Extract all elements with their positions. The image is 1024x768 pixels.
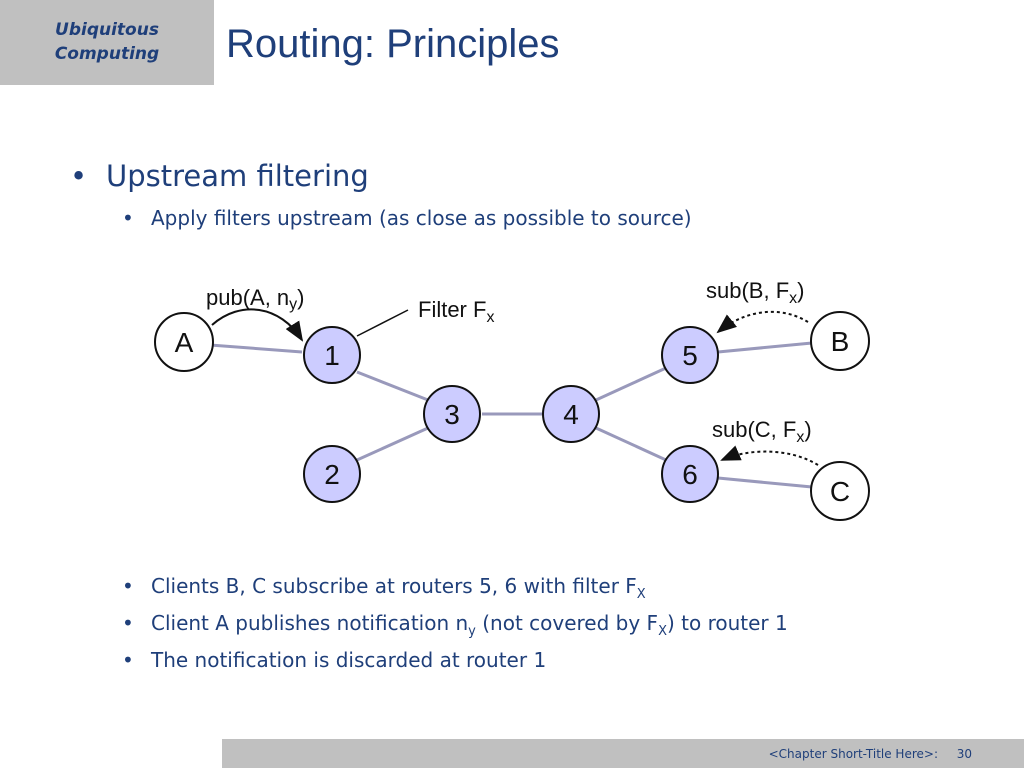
edge-6-C — [717, 476, 813, 489]
edge-4-6 — [595, 426, 667, 462]
client-node-A: A — [154, 312, 214, 372]
router-node-1-label: 1 — [324, 340, 340, 371]
router-node-5-label: 5 — [682, 340, 698, 371]
routing-diagram: A B C 1 2 3 4 5 6 pub(A, ny) Filter Fx s… — [154, 278, 870, 521]
sub-bullet-client-publishes: • Client A publishes notification ny (not… — [122, 610, 788, 639]
sub-bullet-notification-discarded-text: The notification is discarded at router … — [151, 648, 547, 672]
filter-label-main: Filter F — [418, 297, 486, 322]
course-label: Ubiquitous Computing — [0, 18, 214, 66]
subC-label: sub(C, Fx) — [712, 417, 812, 446]
filter-label-sub: x — [486, 309, 494, 326]
sub-bullet-clients-subscribe: • Clients B, C subscribe at routers 5, 6 … — [122, 573, 788, 602]
sub-bullet-client-publishes-text-b: (not covered by F — [475, 611, 659, 635]
course-label-line1: Ubiquitous — [55, 20, 159, 40]
footer-page-number: 30 — [956, 747, 972, 761]
subC-label-main: sub(C, F — [712, 417, 796, 442]
pub-arrow — [211, 308, 304, 342]
edge-5-B — [717, 341, 813, 354]
sub-bullet-apply-filters: • Apply filters upstream (as close as pos… — [122, 205, 692, 231]
pub-label-sub: y — [289, 296, 297, 313]
edge-1-3 — [356, 370, 429, 402]
subC-label-close: ) — [804, 417, 811, 442]
sub-bullet-apply-filters-text: Apply filters upstream (as close as poss… — [151, 206, 692, 230]
client-node-C: C — [810, 461, 870, 521]
sub-bullet-client-publishes-sub-b: X — [658, 624, 667, 639]
bullet-dot: • — [122, 611, 134, 635]
pub-label-main: pub(A, n — [206, 285, 289, 310]
bullet-dot: • — [122, 574, 134, 598]
footer-chapter-title: <Chapter Short-Title Here>: — [768, 747, 938, 761]
subB-label-close: ) — [797, 278, 804, 303]
subB-label-main: sub(B, F — [706, 278, 789, 303]
edge-A-1 — [209, 343, 303, 354]
router-node-5: 5 — [661, 326, 719, 384]
router-node-4-label: 4 — [563, 399, 579, 430]
sub-bullet-clients-subscribe-sub: X — [636, 587, 646, 602]
edge-2-3 — [356, 426, 429, 462]
client-node-B-label: B — [831, 326, 850, 357]
router-node-2: 2 — [303, 445, 361, 503]
pub-label: pub(A, ny) — [206, 285, 305, 313]
bullet-upstream-filtering-text: Upstream filtering — [106, 159, 369, 193]
sub-bullet-client-publishes-sub-a: y — [468, 624, 476, 639]
bullet-dot: • — [122, 648, 134, 672]
sub-bullet-notification-discarded: • The notification is discarded at router… — [122, 647, 788, 673]
router-node-3-label: 3 — [444, 399, 460, 430]
client-node-C-label: C — [830, 476, 850, 507]
router-node-6-label: 6 — [682, 459, 698, 490]
filter-pointer-line — [356, 309, 409, 337]
sub-bullets-bottom: • Clients B, C subscribe at routers 5, 6 … — [122, 573, 788, 684]
edges — [209, 341, 813, 489]
slide-title: Routing: Principles — [226, 22, 560, 66]
router-node-1: 1 — [303, 326, 361, 384]
router-node-6: 6 — [661, 445, 719, 503]
bullet-dot: • — [122, 206, 134, 230]
subC-arrow — [720, 445, 819, 466]
filter-label: Filter Fx — [418, 297, 494, 326]
subC-label-sub: x — [796, 429, 804, 446]
router-node-4: 4 — [542, 385, 600, 443]
bullet-upstream-filtering: • Upstream filtering — [70, 157, 369, 195]
sub-bullet-client-publishes-text-c: ) to router 1 — [666, 611, 788, 635]
course-label-box: Ubiquitous Computing — [0, 0, 214, 85]
subB-arrow — [716, 310, 809, 334]
router-node-2-label: 2 — [324, 459, 340, 490]
subB-label: sub(B, Fx) — [706, 278, 804, 307]
router-node-3: 3 — [423, 385, 481, 443]
sub-bullets-top: • Apply filters upstream (as close as pos… — [122, 205, 692, 231]
sub-bullet-clients-subscribe-text: Clients B, C subscribe at routers 5, 6 w… — [151, 574, 637, 598]
bullet-dot: • — [70, 159, 88, 193]
subB-label-sub: x — [789, 290, 797, 307]
pub-label-close: ) — [297, 285, 304, 310]
sub-bullet-client-publishes-text-a: Client A publishes notification n — [151, 611, 469, 635]
course-label-line2: Computing — [54, 44, 160, 64]
client-node-B: B — [810, 311, 870, 371]
footer-bar: <Chapter Short-Title Here>: 30 — [222, 739, 1024, 768]
edge-4-5 — [595, 366, 667, 402]
client-node-A-label: A — [175, 327, 194, 358]
